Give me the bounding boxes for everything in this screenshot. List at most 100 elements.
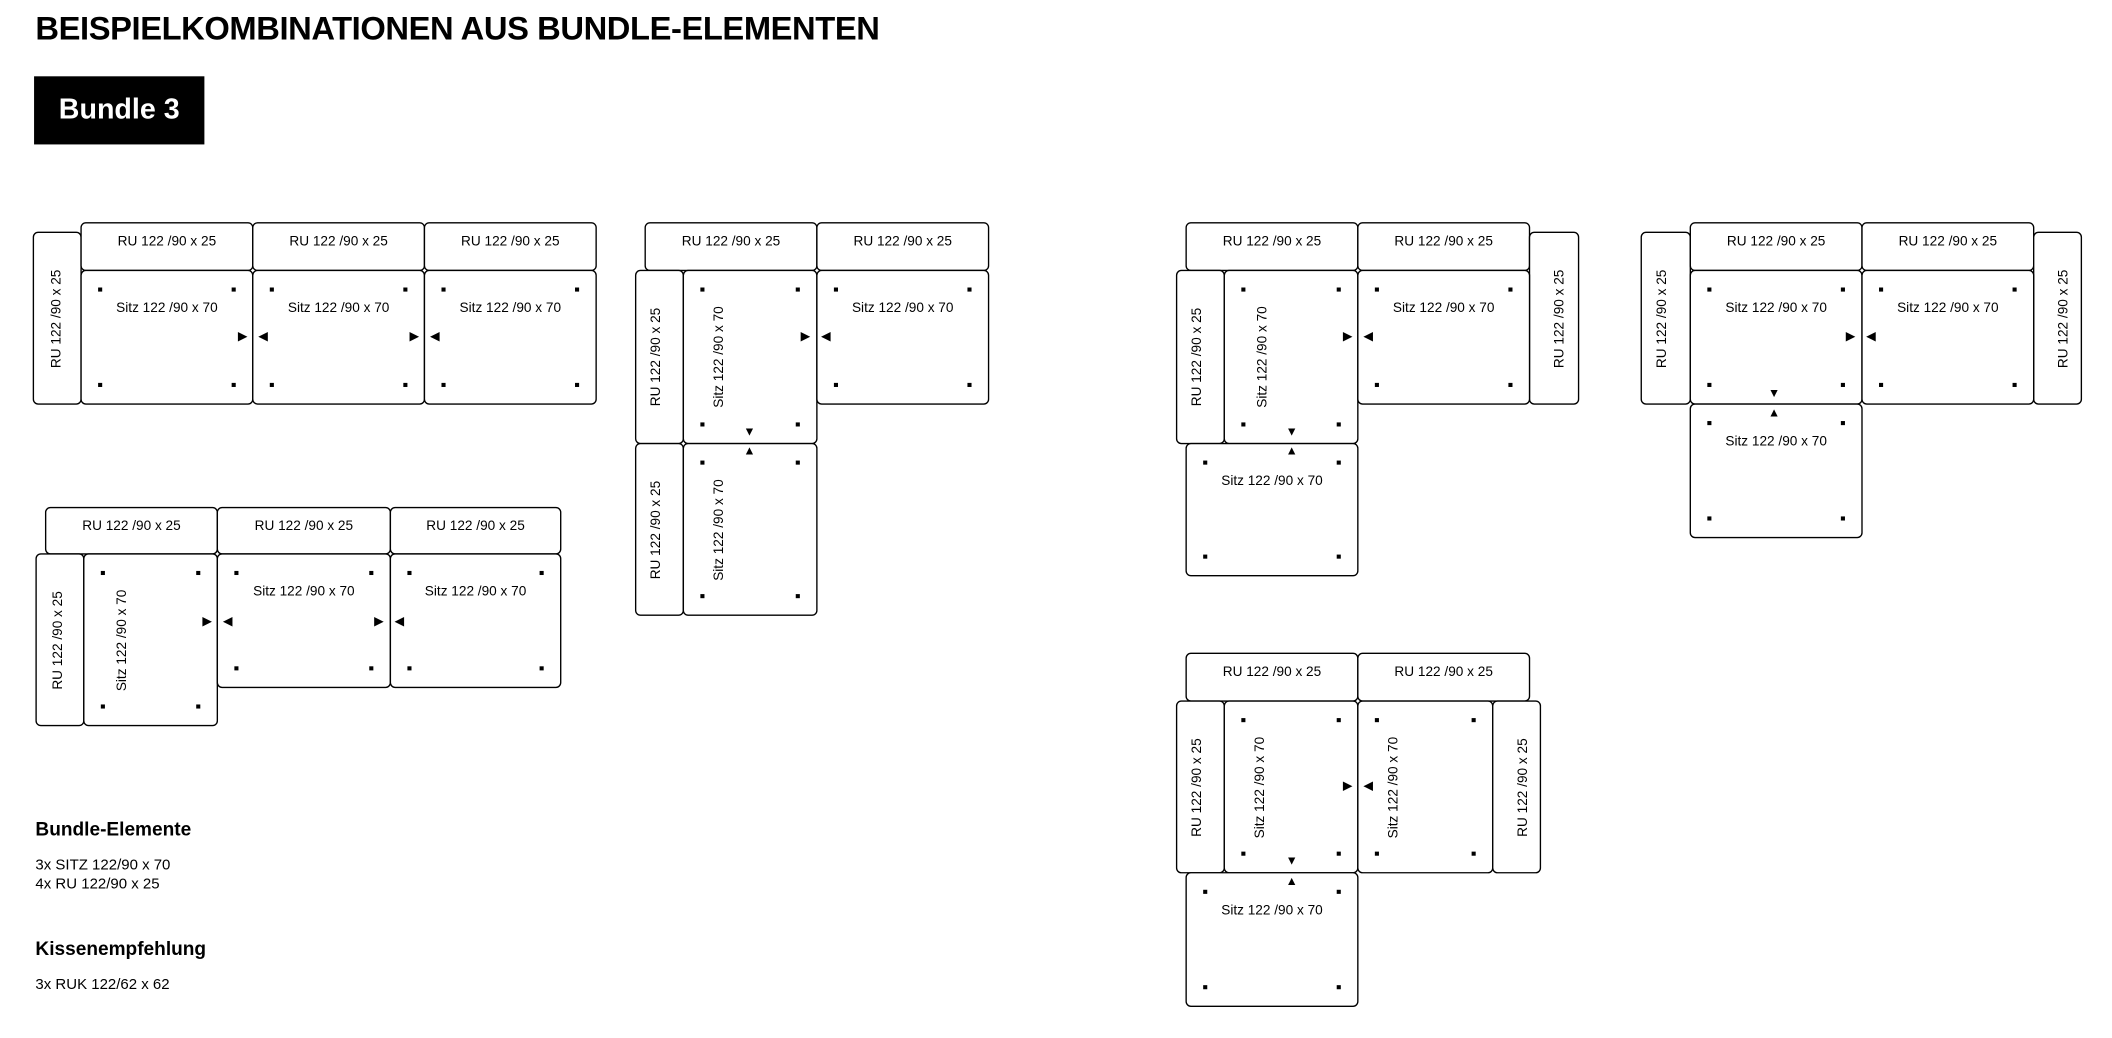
leg-marker-icon (700, 422, 705, 427)
leg-marker-icon (231, 287, 236, 292)
leg-marker-icon (441, 287, 446, 292)
leg-marker-icon (1374, 382, 1379, 387)
leg-marker-icon (1336, 985, 1341, 990)
element-label: RU 122 /90 x 25 (1654, 268, 1670, 368)
ru-element: RU 122 /90 x 25 (1528, 231, 1580, 405)
leg-marker-icon (575, 382, 580, 387)
triangle-left-icon: ◀ (222, 613, 233, 628)
leg-marker-icon (234, 570, 239, 576)
leg-marker-icon (1374, 851, 1379, 856)
element-label: RU 122 /90 x 25 (649, 480, 665, 579)
leg-marker-icon (369, 570, 374, 576)
leg-marker-icon (2012, 382, 2017, 387)
leg-marker-icon (196, 704, 201, 709)
element-label: RU 122 /90 x 25 (1222, 234, 1322, 250)
ru-element: RU 122 /90 x 25 (1175, 269, 1225, 445)
leg-marker-icon (1471, 718, 1476, 723)
triangle-left-icon: ◀ (429, 329, 440, 343)
leg-marker-icon (1707, 516, 1712, 521)
leg-marker-icon (833, 382, 838, 387)
leg-marker-icon (795, 460, 800, 465)
element-label: Sitz 122 /90 x 70 (459, 301, 562, 317)
bundle-badge: Bundle 3 (34, 76, 205, 145)
element-label: Sitz 122 /90 x 70 (287, 301, 390, 317)
sitz-element: Sitz 122 /90 x 70 (1357, 269, 1531, 405)
triangle-right-icon: ▶ (409, 329, 419, 343)
sitz-element: Sitz 122 /90 x 70 (1689, 269, 1863, 405)
leg-marker-icon (269, 382, 274, 387)
element-label: RU 122 /90 x 25 (1190, 737, 1206, 837)
triangle-right-icon: ▶ (202, 613, 212, 628)
element-label: RU 122 /90 x 25 (1515, 737, 1531, 837)
triangle-right-icon: ▶ (800, 329, 811, 343)
leg-marker-icon (1508, 382, 1513, 387)
cushion-heading: Kissenempfehlung (35, 937, 207, 960)
leg-marker-icon (1336, 889, 1341, 894)
ru-element: RU 122 /90 x 25 (1185, 652, 1359, 702)
element-label: Sitz 122 /90 x 70 (711, 306, 727, 408)
sitz-element: Sitz 122 /90 x 70 (816, 269, 990, 405)
leg-marker-icon (1840, 382, 1845, 387)
leg-marker-icon (795, 422, 800, 427)
element-label: RU 122 /90 x 25 (1898, 234, 1998, 250)
leg-marker-icon (269, 287, 274, 292)
element-label: Sitz 122 /90 x 70 (1221, 474, 1323, 490)
leg-marker-icon (1203, 460, 1208, 465)
ru-element: RU 122 /90 x 25 (80, 222, 254, 272)
element-label: RU 122 /90 x 25 (1394, 234, 1493, 250)
sitz-element: Sitz 122 /90 x 70 (83, 553, 219, 727)
leg-marker-icon (196, 570, 201, 576)
ru-element: RU 122 /90 x 25 (1185, 222, 1359, 272)
sitz-element: Sitz 122 /90 x 70 (682, 269, 818, 445)
sitz-element: Sitz 122 /90 x 70 (1357, 700, 1494, 874)
triangle-left-icon: ◀ (258, 329, 268, 343)
sitz-element: Sitz 122 /90 x 70 (1185, 442, 1359, 577)
triangle-down-icon: ▼ (1285, 853, 1298, 868)
leg-marker-icon (1707, 382, 1712, 387)
leg-marker-icon (403, 287, 408, 292)
leg-marker-icon (1374, 287, 1379, 292)
leg-marker-icon (575, 287, 580, 292)
page-title: BEISPIELKOMBINATIONEN AUS BUNDLE-ELEMENT… (35, 10, 880, 48)
bundle-elements-heading: Bundle-Elemente (35, 817, 192, 840)
sitz-element: Sitz 122 /90 x 70 (1185, 872, 1359, 1007)
element-label: RU 122 /90 x 25 (2056, 268, 2072, 368)
element-label: Sitz 122 /90 x 70 (1255, 306, 1271, 408)
leg-marker-icon (833, 287, 838, 292)
leg-marker-icon (1879, 287, 1884, 292)
element-label: RU 122 /90 x 25 (426, 519, 525, 535)
element-label: RU 122 /90 x 25 (1394, 664, 1493, 680)
sitz-element: Sitz 122 /90 x 70 (216, 553, 392, 689)
sitz-element: Sitz 122 /90 x 70 (389, 553, 562, 689)
leg-marker-icon (1471, 851, 1476, 856)
leg-marker-icon (967, 382, 972, 387)
leg-marker-icon (1707, 421, 1712, 426)
bundle-element-item: 4x RU 122/90 x 25 (35, 876, 160, 893)
element-label: RU 122 /90 x 25 (461, 234, 560, 250)
element-label: Sitz 122 /90 x 70 (1897, 301, 1999, 317)
leg-marker-icon (1508, 287, 1513, 292)
element-label: RU 122 /90 x 25 (681, 234, 781, 250)
element-label: Sitz 122 /90 x 70 (1386, 736, 1402, 838)
bundle-element-item: 3x SITZ 122/90 x 70 (35, 857, 171, 874)
ru-element: RU 122 /90 x 25 (216, 506, 392, 555)
element-label: Sitz 122 /90 x 70 (115, 588, 131, 691)
leg-marker-icon (98, 287, 103, 292)
triangle-right-icon: ▶ (1342, 329, 1353, 343)
ru-element: RU 122 /90 x 25 (252, 222, 426, 272)
leg-marker-icon (369, 666, 374, 671)
element-label: RU 122 /90 x 25 (853, 234, 952, 250)
leg-marker-icon (1336, 287, 1341, 292)
leg-marker-icon (1241, 851, 1246, 856)
leg-marker-icon (234, 666, 239, 671)
leg-marker-icon (1241, 422, 1246, 427)
leg-marker-icon (407, 666, 412, 671)
element-label: Sitz 122 /90 x 70 (424, 584, 527, 600)
element-label: Sitz 122 /90 x 70 (1252, 736, 1268, 838)
triangle-up-icon: ▲ (743, 443, 756, 458)
triangle-left-icon: ◀ (1363, 778, 1373, 793)
ru-element: RU 122 /90 x 25 (35, 553, 85, 727)
element-label: RU 122 /90 x 25 (1190, 307, 1206, 407)
leg-marker-icon (1336, 554, 1341, 559)
